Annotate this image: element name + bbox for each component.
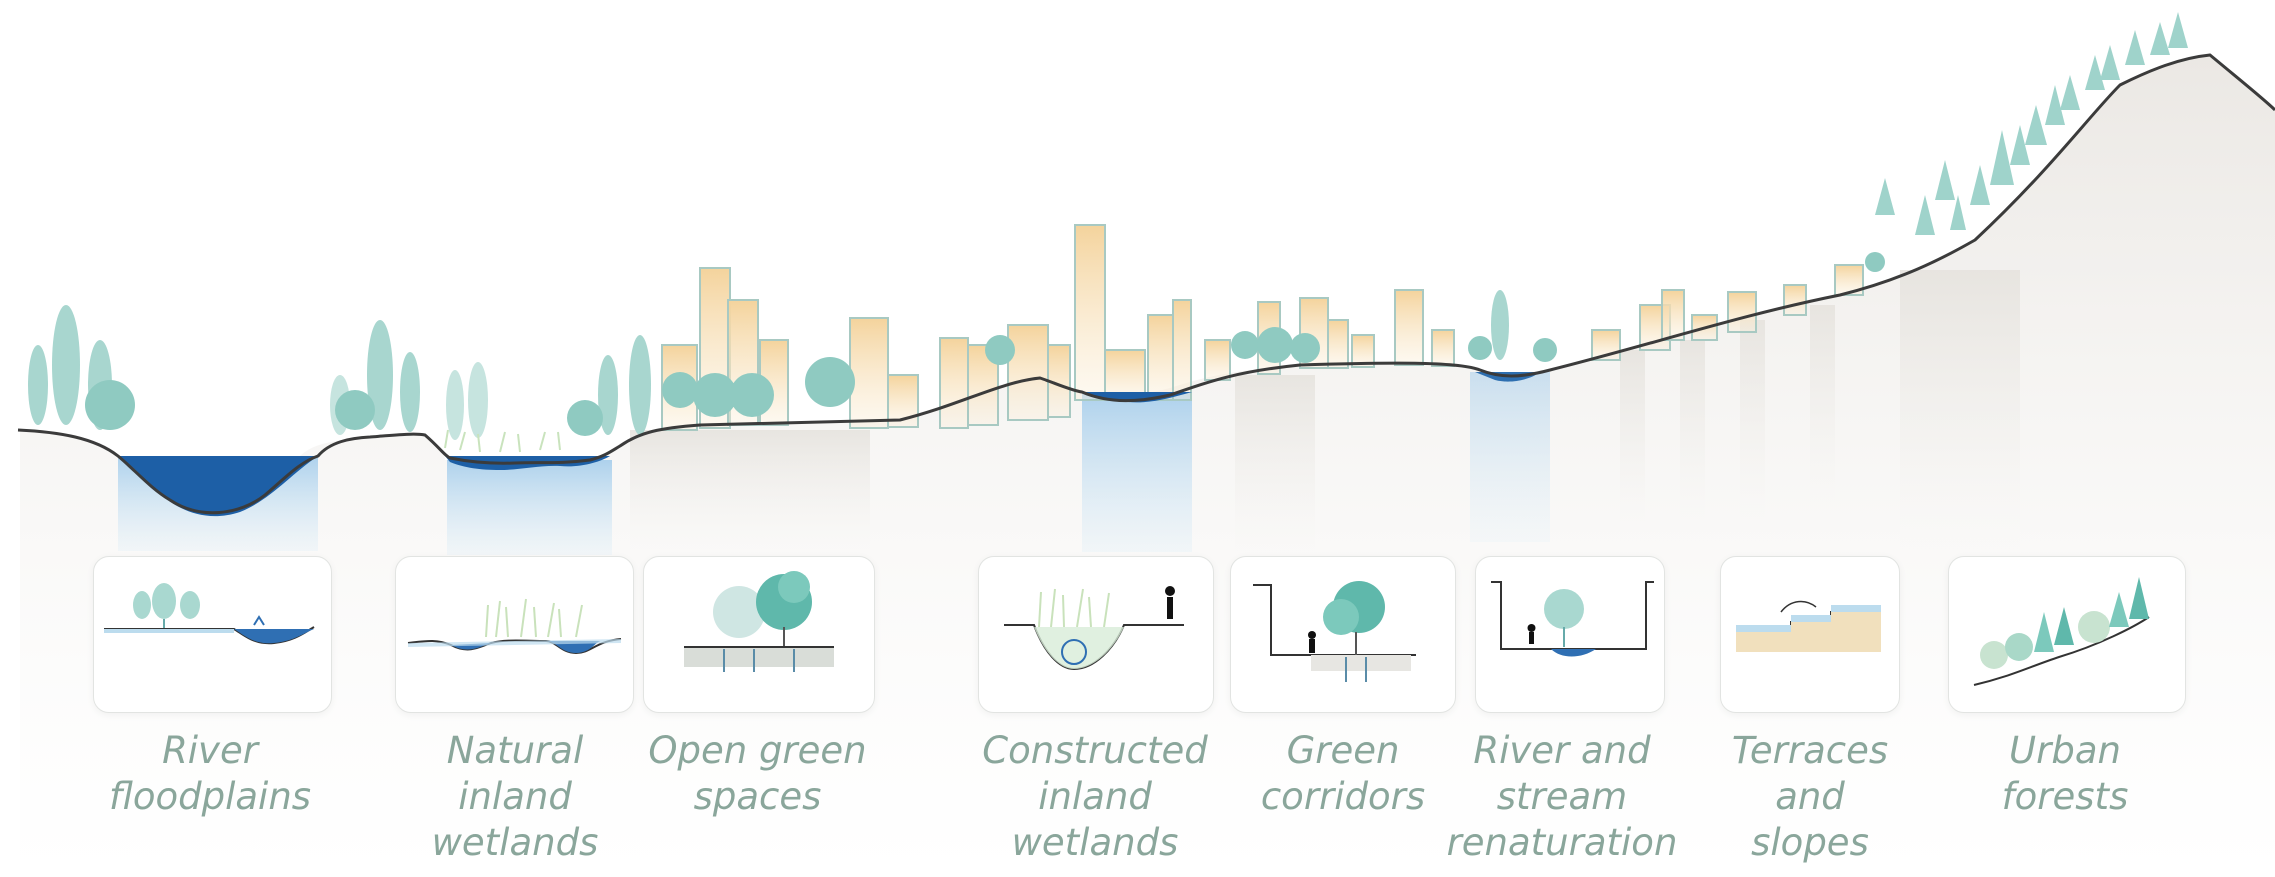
urban-forests-card <box>1948 556 2186 713</box>
label-open-green-spaces: Open green spaces <box>648 729 867 818</box>
terraces-and-slopes-card <box>1720 556 1900 713</box>
label-terraces-and-slopes: Terraces and slopes <box>1731 729 1889 864</box>
green-corridor-icon <box>1253 581 1416 682</box>
label-constructed-inland-wetlands: Constructed inland wetlands <box>982 729 1208 864</box>
constructed-wetland-water-column <box>1082 392 1192 552</box>
label-urban-forests: Urban forests <box>2001 729 2129 818</box>
green-corridors-card <box>1230 556 1456 713</box>
open-green-spaces-card <box>643 556 875 713</box>
wetland-water-column <box>447 460 612 555</box>
wetland-icon <box>407 598 622 655</box>
label-natural-inland-wetlands: Natural inland wetlands <box>431 729 599 864</box>
vegetation <box>28 12 2188 453</box>
constructed-wetland-icon <box>1004 586 1184 671</box>
river-and-stream-renaturation-card <box>1475 556 1665 713</box>
label-green-corridors: Green corridors <box>1260 729 1426 818</box>
river-floodplains-card <box>93 556 332 713</box>
terrace-icon <box>1736 600 1881 652</box>
constructed-inland-wetlands-card <box>978 556 1214 713</box>
terrain-line <box>17 53 2275 515</box>
natural-inland-wetlands-card <box>395 556 634 713</box>
forest-icon <box>1973 577 2150 686</box>
label-river-floodplains: River floodplains <box>108 729 312 818</box>
constructed-wetland-water <box>1082 392 1192 403</box>
label-river-and-stream-renaturation: River and stream renaturation <box>1446 729 1678 864</box>
river-floodplain-water <box>118 456 318 517</box>
green-space-icon <box>684 571 834 672</box>
stream-water-column <box>1470 372 1550 542</box>
stream-renaturation-icon <box>1491 581 1654 657</box>
floodplain-icon <box>104 583 315 645</box>
ground-columns <box>630 270 2020 555</box>
